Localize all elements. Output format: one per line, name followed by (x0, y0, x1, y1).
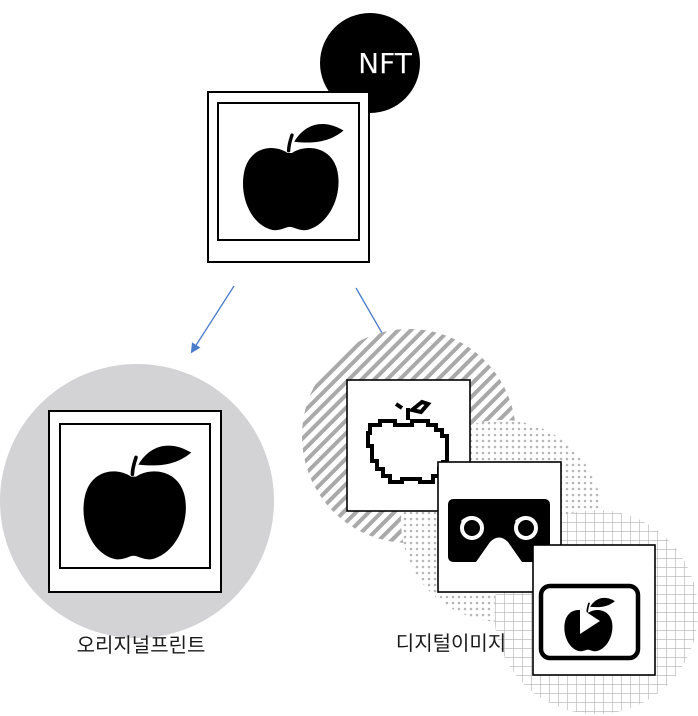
digital-image-label: 디지털이미지 (396, 631, 506, 655)
top-print-frame (207, 91, 370, 263)
original-print-group (0, 364, 274, 638)
arrow-to-original (190, 285, 235, 354)
vr-headset-icon (448, 499, 550, 562)
original-print-label: 오리지널프린트 (77, 633, 206, 657)
nft-badge: NFT (320, 13, 420, 113)
nft-badge-text: NFT (358, 47, 413, 80)
digital-card-video (532, 544, 656, 676)
apple-video-play-icon (538, 583, 641, 661)
